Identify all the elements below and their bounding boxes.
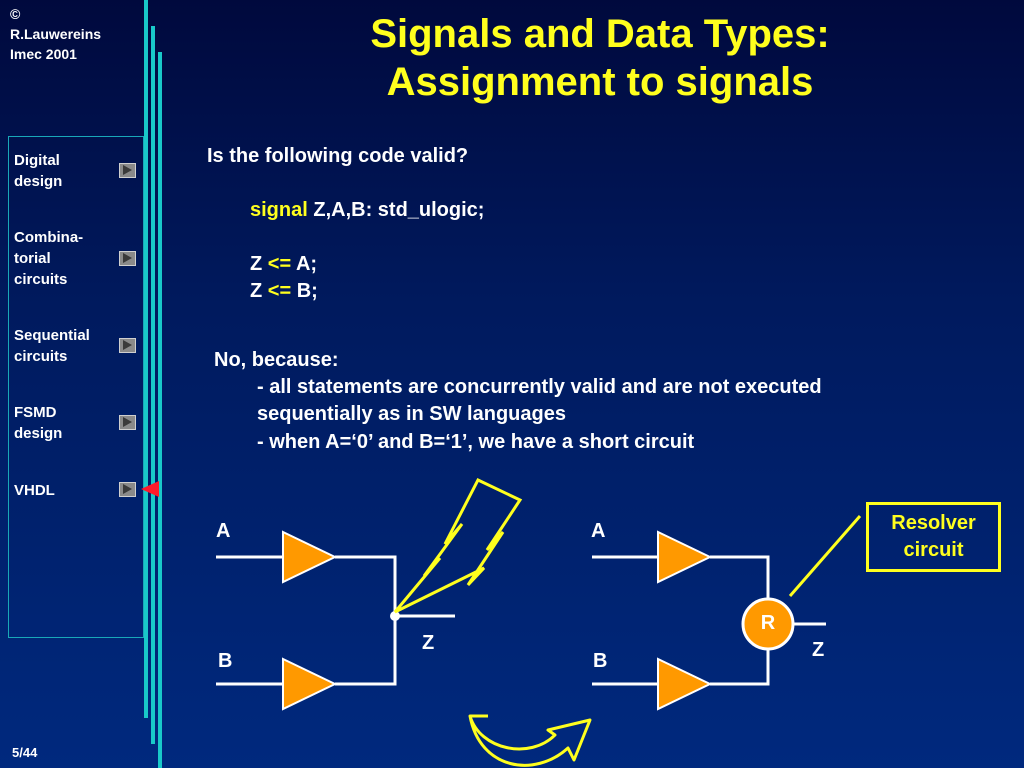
page-number: 5/44 (12, 745, 38, 760)
answer-point-2: - when A=‘0’ and B=‘1’, we have a short … (257, 431, 695, 453)
junction-dot (390, 611, 400, 621)
left-input-a-label: A (216, 520, 231, 542)
buffer-gate-icon (282, 530, 338, 584)
nav-item-label: VHDL (14, 482, 55, 499)
buffer-gate-icon (282, 657, 338, 711)
nav-item-label: circuits (14, 271, 68, 288)
resolver-symbol: R (760, 612, 776, 634)
nav-item-label: circuits (14, 348, 68, 365)
decor-line-1 (144, 0, 148, 718)
current-section-marker-icon (141, 481, 159, 497)
nav-arrow-icon[interactable] (119, 163, 136, 178)
left-output-z-label: Z (422, 632, 435, 654)
answer-point-1-line-2: sequentially as in SW languages (257, 403, 566, 425)
right-circuit (592, 515, 862, 711)
nav-item-sequential-circuits[interactable]: Sequential circuits (14, 325, 90, 367)
nav-item-label: design (14, 425, 63, 442)
nav-arrow-icon[interactable] (119, 338, 136, 353)
nav-item-combinatorial-circuits[interactable]: Combina- torial circuits (14, 227, 83, 290)
left-input-b-label: B (218, 650, 233, 672)
resolver-callout-box: Resolver circuit (866, 502, 1001, 572)
code-line-declaration: signal Z,A,B: std_ulogic; (250, 196, 484, 224)
code-operator: <= (267, 280, 292, 302)
code-decl-rest: Z,A,B: std_ulogic; (307, 199, 485, 221)
slide-title-line1: Signals and Data Types: (370, 12, 830, 56)
code-lhs: Z (250, 280, 268, 302)
copyright-symbol: © (10, 6, 21, 22)
answer-intro: No, because: (214, 349, 339, 371)
nav-item-label: Sequential (14, 327, 90, 344)
wire (335, 555, 397, 686)
transform-arrow-icon (468, 714, 592, 767)
left-circuit (216, 478, 523, 711)
nav-item-vhdl[interactable]: VHDL (14, 480, 55, 501)
question-text: Is the following code valid? (207, 145, 469, 167)
copyright-author: R.Lauwereins (10, 26, 102, 42)
wire (710, 648, 770, 686)
wire (710, 555, 770, 600)
resolver-callout-line1: Resolver (891, 512, 976, 534)
nav-item-digital-design[interactable]: Digital design (14, 150, 62, 192)
copyright-block: © R.Lauwereins Imec 2001 (10, 4, 101, 64)
right-input-a-label: A (591, 520, 606, 542)
buffer-gate-icon (657, 657, 713, 711)
pointer-line (788, 515, 862, 597)
nav-arrow-icon[interactable] (119, 415, 136, 430)
right-output-z-label: Z (812, 639, 825, 661)
nav-arrow-icon[interactable] (119, 482, 136, 497)
code-line-assign-2: Z <= B; (250, 277, 318, 305)
nav-item-label: Combina- (14, 229, 84, 246)
resolver-callout-line2: circuit (903, 539, 964, 561)
decor-line-3 (158, 52, 162, 768)
code-keyword: signal (250, 199, 308, 221)
decor-line-2 (151, 26, 155, 744)
code-rhs: A; (291, 253, 318, 275)
buffer-gate-icon (657, 530, 713, 584)
code-lhs: Z (250, 253, 268, 275)
answer-point-1-line-1: - all statements are concurrently valid … (257, 376, 822, 398)
nav-item-label: Digital (14, 152, 60, 169)
nav-item-label: FSMD (14, 404, 57, 421)
nav-arrow-icon[interactable] (119, 251, 136, 266)
slide-title: Signals and Data Types: Assignment to si… (250, 10, 950, 106)
slide-title-line2: Assignment to signals (386, 60, 814, 104)
nav-item-label: torial (14, 250, 51, 267)
nav-item-label: design (14, 173, 63, 190)
right-input-b-label: B (593, 650, 608, 672)
copyright-org: Imec 2001 (10, 46, 77, 62)
nav-item-fsmd-design[interactable]: FSMD design (14, 402, 62, 444)
code-rhs: B; (291, 280, 318, 302)
lightning-bolt-icon (393, 478, 523, 614)
code-line-assign-1: Z <= A; (250, 250, 317, 278)
resolver-node (741, 597, 795, 651)
code-operator: <= (267, 253, 292, 275)
nav-panel (8, 136, 144, 638)
